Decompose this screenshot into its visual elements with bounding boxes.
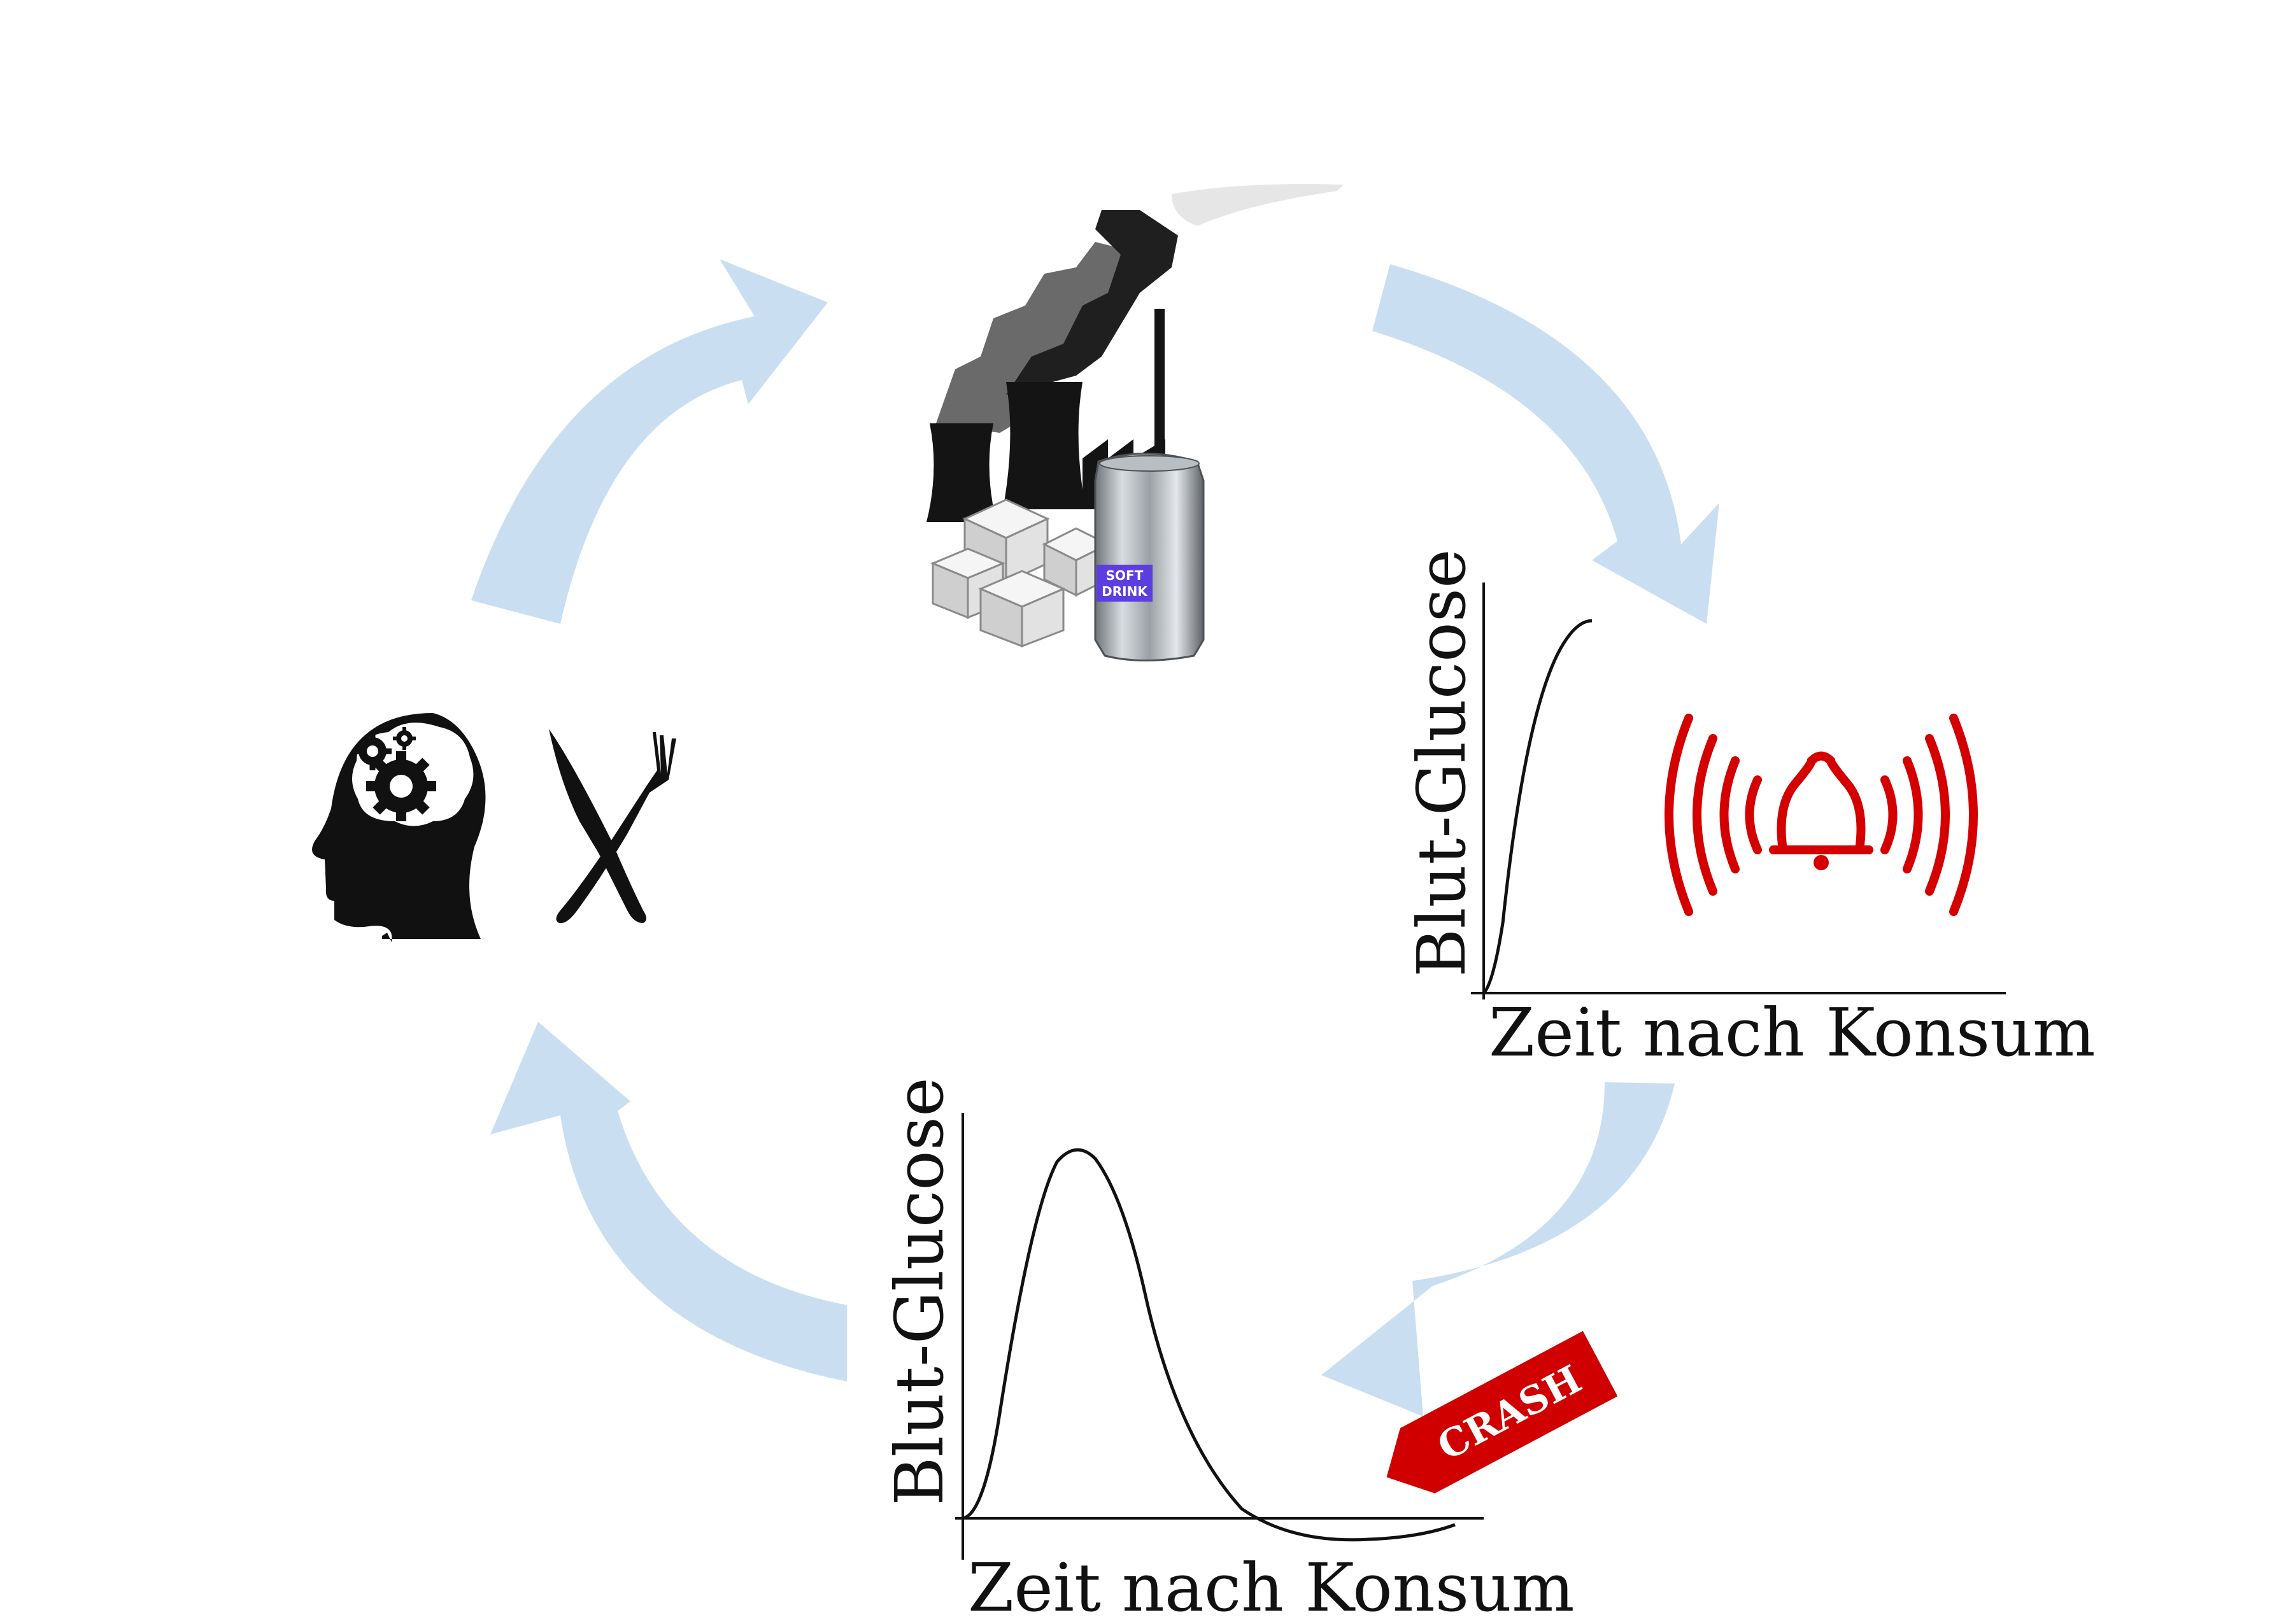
cycle-arrow-to-glucose-rise <box>1372 264 1719 624</box>
sugar-cubes-icon <box>930 498 1111 648</box>
can-label-line1: SOFT <box>1106 568 1144 583</box>
cycle-arrow-to-crash <box>1321 1082 1675 1416</box>
head-with-gears-icon <box>312 713 486 942</box>
chart2-y-axis-label: Blut-Glucose <box>881 1077 958 1506</box>
glucose-crash-chart: Blut-Glucose Zeit nach Konsum CRASH <box>881 1077 1618 1624</box>
chart1-glucose-curve <box>1482 619 1593 994</box>
alarm-bell-icon <box>1665 714 1978 916</box>
glucose-rise-chart: Blut-Glucose Zeit nach Konsum <box>1403 549 2096 1071</box>
cycle-arrow-to-brain <box>490 1022 847 1381</box>
cycle-arrows <box>471 259 1719 1416</box>
chart1-x-axis-label: Zeit nach Konsum <box>1489 994 2096 1071</box>
soft-drink-can-icon: SOFT DRINK <box>1094 453 1205 661</box>
chart2-x-axis-label: Zeit nach Konsum <box>968 1549 1575 1624</box>
cycle-arrow-to-factory <box>471 259 828 624</box>
crossed-knife-fork-icon <box>549 729 676 924</box>
chart2-glucose-curve <box>962 1148 1456 1542</box>
smoke-dark-icon <box>1006 210 1178 395</box>
smoke-gray-icon <box>936 242 1133 433</box>
can-label-line2: DRINK <box>1102 584 1148 599</box>
factory-group: SOFT DRINK <box>927 184 1344 661</box>
crash-banner-arrow <box>1386 1331 1618 1493</box>
chart1-y-axis-label: Blut-Glucose <box>1403 549 1480 977</box>
smoke-light-icon <box>1172 184 1344 226</box>
